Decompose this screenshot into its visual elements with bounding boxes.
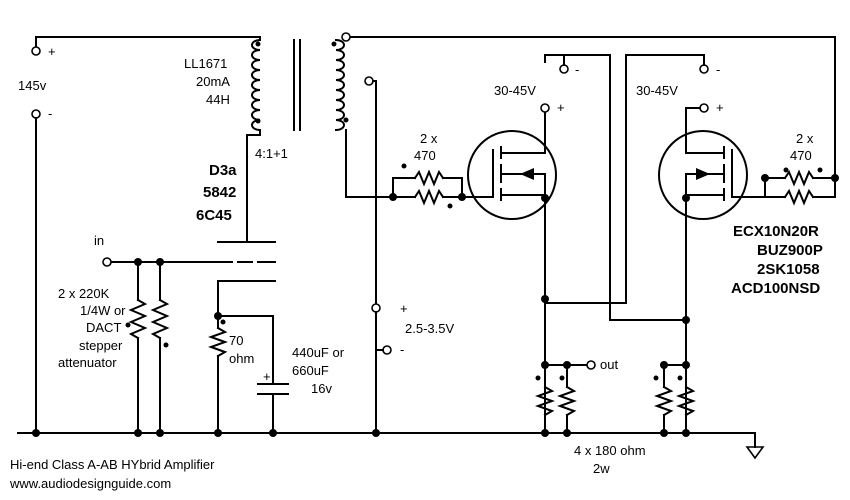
ground-symbol (745, 432, 765, 460)
gate-res-right-label-1: 2 x (796, 131, 814, 146)
bypass-capacitor (217, 315, 289, 434)
supply-terminals (31, 36, 261, 437)
transformer-ratio: 4:1+1 (255, 146, 288, 161)
output-terminal (586, 360, 596, 370)
output-resistors-right (653, 361, 696, 434)
mosfet-part-3: 2SK1058 (757, 261, 820, 278)
output-label: out (600, 357, 618, 372)
mosfet-part-4: ACD100NSD (731, 280, 820, 297)
transformer-current: 20mA (196, 74, 230, 89)
mosfet-supply-right-label: 30-45V (636, 83, 678, 98)
triode-tube (109, 241, 276, 296)
transformer-inductance: 44H (206, 92, 230, 107)
input-res-label-4: stepper (79, 338, 123, 353)
supply-minus-label: - (48, 106, 52, 121)
gate-resistors-right (744, 159, 839, 206)
input-resistors (125, 261, 170, 434)
tube-name-3: 6C45 (196, 207, 232, 224)
mosfet-part-2: BUZ900P (757, 242, 823, 259)
cathode-resistor (208, 294, 228, 434)
cap-label-2: 660uF (292, 363, 329, 378)
output-resistors-left (535, 364, 577, 434)
cap-plus-label: + (263, 369, 271, 384)
gate-resistors-left (389, 163, 479, 209)
transformer (246, 36, 349, 241)
mosfet-left-plus-terminal (540, 103, 550, 113)
footer-title: Hi-end Class A-AB HYbrid Amplifier (10, 457, 215, 472)
transformer-model: LL1671 (184, 56, 227, 71)
bias-voltage-label: 2.5-3.5V (405, 321, 454, 336)
cap-label-3: 16v (311, 381, 332, 396)
mosfet-supply-right-plus: + (716, 100, 724, 115)
supply-minus-terminal (31, 109, 41, 119)
cathode-res-label-1: 70 (229, 333, 243, 348)
supply-plus-terminal (31, 46, 41, 56)
mosfet-supply-left-plus: + (557, 100, 565, 115)
mosfet-supply-left-minus: - (575, 62, 579, 77)
input-label: in (94, 233, 104, 248)
footer-url: www.audiodesignguide.com (9, 476, 171, 491)
out-res-label-1: 4 x 180 ohm (574, 443, 646, 458)
supply-voltage-label: 145v (18, 78, 47, 93)
gate-res-right-label-2: 470 (790, 148, 812, 163)
mosfet-part-1: ECX10N20R (733, 223, 819, 240)
cap-label-1: 440uF or (292, 345, 345, 360)
mosfet-supply-right-minus: - (716, 62, 720, 77)
mosfet-right (658, 111, 748, 434)
input-res-label-1: 2 x 220K (58, 286, 110, 301)
mosfet-right-plus-terminal (699, 103, 709, 113)
input-res-label-2: 1/4W or (80, 303, 126, 318)
secondary-wiring (341, 32, 836, 313)
out-res-label-2: 2w (593, 461, 610, 476)
mosfet-supply-left-label: 30-45V (494, 83, 536, 98)
mosfet-left (467, 111, 557, 434)
input-terminal (102, 257, 112, 267)
cathode-res-label-2: ohm (229, 351, 254, 366)
bias-minus-label: - (400, 342, 404, 357)
input-res-label-3: DACT (86, 320, 121, 335)
bias-minus-terminal (382, 345, 392, 355)
mosfet-right-minus-terminal (699, 64, 709, 74)
tube-name-1: D3a (209, 162, 237, 179)
mosfet-left-minus-terminal (559, 64, 569, 74)
gate-res-left-label-1: 2 x (420, 131, 438, 146)
tube-name-2: 5842 (203, 184, 236, 201)
input-res-label-5: attenuator (58, 355, 117, 370)
gate-res-left-label-2: 470 (414, 148, 436, 163)
bias-plus-label: + (400, 301, 408, 316)
supply-plus-label: + (48, 44, 56, 59)
